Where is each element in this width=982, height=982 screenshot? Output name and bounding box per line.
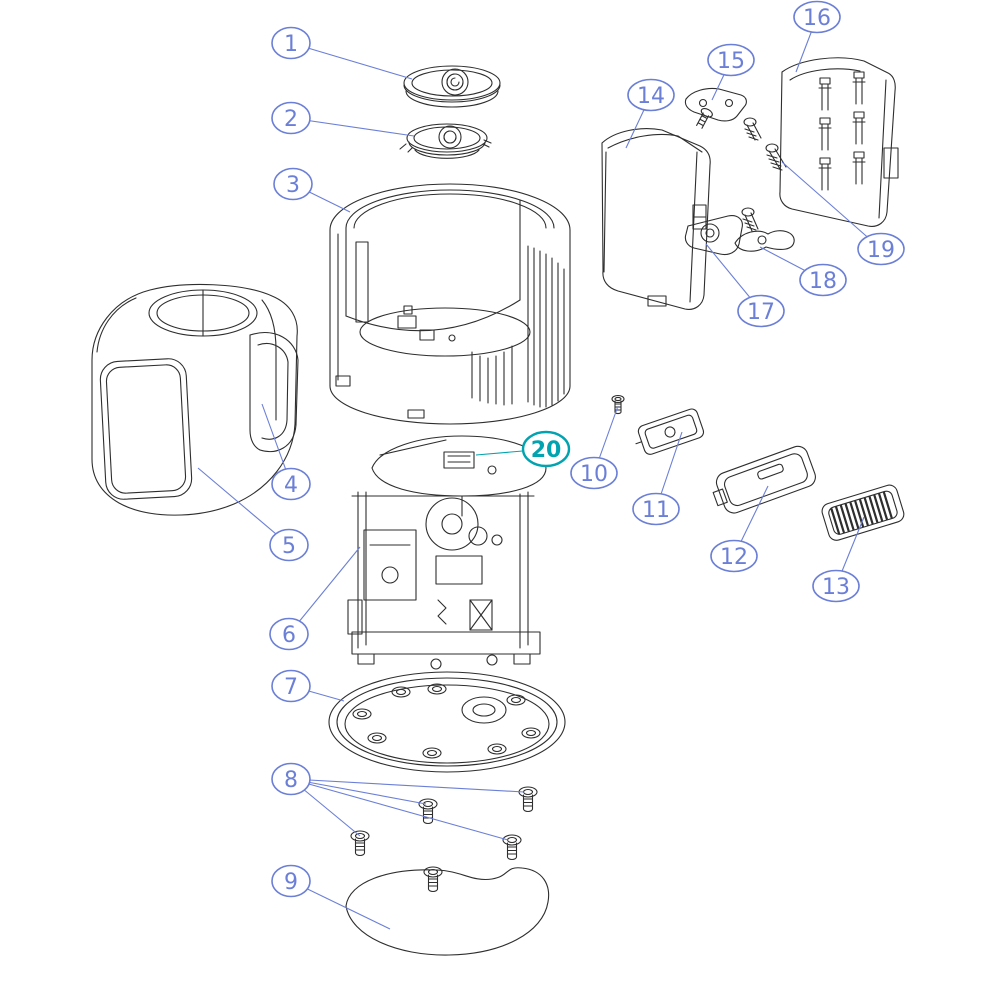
callout-balloon xyxy=(271,669,311,703)
callout-18: 18 xyxy=(759,246,847,297)
callout-balloon xyxy=(271,467,311,501)
callout-number: 6 xyxy=(282,623,296,648)
callout-balloon xyxy=(799,263,847,297)
part-outer-shell xyxy=(91,283,298,516)
callout-balloon xyxy=(271,101,311,135)
part-small-screw xyxy=(611,394,625,415)
part-door-panel xyxy=(601,128,711,310)
part-side-bracket xyxy=(712,445,816,514)
leader-line xyxy=(290,42,413,80)
leader-line xyxy=(197,467,290,546)
part-hinge-plate xyxy=(684,215,743,256)
callout-balloon xyxy=(521,430,571,468)
callout-number: 10 xyxy=(580,462,608,487)
callout-balloon xyxy=(707,43,755,77)
callout-16: 16 xyxy=(793,0,841,73)
callout-5: 5 xyxy=(197,467,309,562)
callout-balloon xyxy=(710,539,758,573)
part-inner-cap xyxy=(399,123,492,159)
screw xyxy=(502,834,522,861)
callout-17: 17 xyxy=(705,243,785,328)
callout-1: 1 xyxy=(271,26,413,80)
screw xyxy=(518,786,538,813)
callout-number: 8 xyxy=(284,768,298,793)
callout-balloon xyxy=(269,528,309,562)
callout-20: 20 xyxy=(475,430,571,468)
callout-balloon xyxy=(269,617,309,651)
callout-12: 12 xyxy=(710,485,769,573)
callout-balloon xyxy=(857,232,905,266)
part-top-cap xyxy=(403,65,501,108)
grille-hatch xyxy=(830,491,893,535)
callout-balloon xyxy=(271,26,311,60)
threaded-screw xyxy=(765,143,787,171)
callout-number: 13 xyxy=(822,575,850,600)
callout-13: 13 xyxy=(812,516,865,603)
callout-6: 6 xyxy=(269,546,361,651)
callout-number: 14 xyxy=(637,84,665,109)
callout-number: 2 xyxy=(284,107,298,132)
callout-9: 9 xyxy=(271,864,391,930)
callout-2: 2 xyxy=(271,101,415,137)
callout-balloon xyxy=(271,864,311,898)
callout-11: 11 xyxy=(632,431,683,526)
part-bottom-cover xyxy=(345,867,550,956)
part-screws xyxy=(350,786,538,893)
bracket-screw xyxy=(741,207,759,232)
callout-number: 3 xyxy=(286,173,300,198)
callout-balloon xyxy=(793,0,841,34)
callout-number: 15 xyxy=(717,49,745,74)
part-wing-bracket xyxy=(734,207,795,252)
leader-line xyxy=(781,161,882,250)
callout-number: 4 xyxy=(284,473,298,498)
part-rear-panel xyxy=(779,57,899,227)
callout-15: 15 xyxy=(707,43,755,101)
callout-4: 4 xyxy=(261,403,311,501)
callout-number: 19 xyxy=(867,238,895,263)
callout-number: 12 xyxy=(720,545,748,570)
callout-number: 5 xyxy=(282,534,296,559)
callout-balloon xyxy=(737,294,785,328)
callout-number: 1 xyxy=(284,32,298,57)
part-base-plate xyxy=(328,671,566,773)
leader-line xyxy=(290,778,509,841)
callout-balloon xyxy=(271,762,311,796)
screw xyxy=(418,798,438,825)
screw xyxy=(350,830,370,857)
screw xyxy=(423,866,443,893)
part-top-clip-bracket xyxy=(684,87,747,129)
callout-balloon xyxy=(627,78,675,112)
part-inner-shell xyxy=(249,332,299,452)
part-main-housing xyxy=(329,183,571,425)
callout-number: 20 xyxy=(531,438,562,463)
callout-10: 10 xyxy=(570,405,619,490)
callout-balloon xyxy=(812,569,860,603)
threaded-screw xyxy=(743,117,762,141)
callout-balloon xyxy=(570,456,618,490)
leader-line xyxy=(290,778,525,793)
leader-line xyxy=(290,778,427,805)
leader-line xyxy=(290,117,415,137)
part-grille xyxy=(821,484,905,541)
callout-balloon xyxy=(273,167,313,201)
callout-balloon xyxy=(632,492,680,526)
part-motor-assembly xyxy=(347,435,547,670)
callout-19: 19 xyxy=(781,161,905,266)
callout-number: 18 xyxy=(809,269,837,294)
panel-clips xyxy=(818,71,866,191)
callout-number: 16 xyxy=(803,6,831,31)
callout-7: 7 xyxy=(271,669,345,703)
part-threaded-screws xyxy=(743,117,787,171)
callout-number: 7 xyxy=(284,675,298,700)
callout-number: 9 xyxy=(284,870,298,895)
callout-8: 8 xyxy=(271,762,525,841)
callout-number: 11 xyxy=(642,498,670,523)
part-latch-plate xyxy=(635,408,705,455)
callout-number: 17 xyxy=(747,300,775,325)
leader-line xyxy=(288,546,361,635)
callout-14: 14 xyxy=(625,78,675,149)
callout-3: 3 xyxy=(273,167,351,213)
